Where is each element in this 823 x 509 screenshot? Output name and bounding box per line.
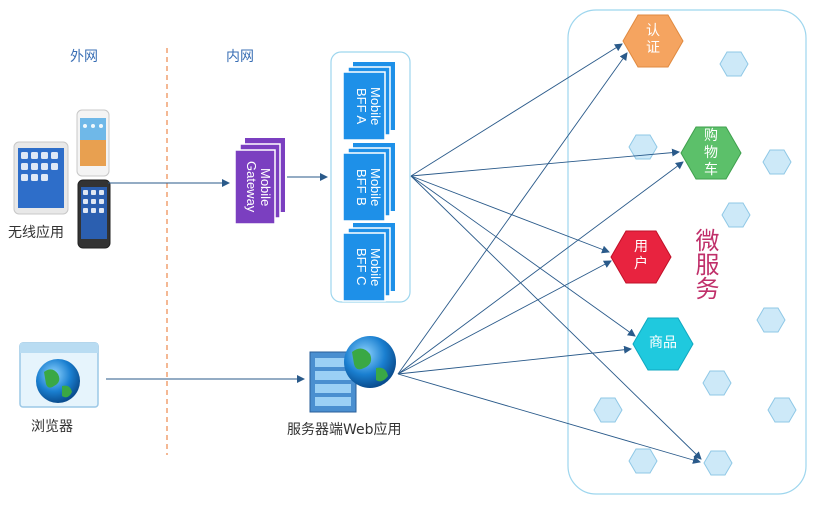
service-placeholder-hexagon	[719, 51, 749, 77]
bff-b-label-line2: BFF B	[354, 168, 369, 206]
bff-a-label: Mobile BFF A	[346, 75, 383, 137]
microservices-title: 微服务	[691, 228, 719, 300]
microservices-panel	[567, 9, 807, 495]
gateway-stack	[234, 138, 285, 225]
arrow-bff-to-other	[410, 175, 702, 460]
web-server-icon	[309, 336, 396, 413]
outer-network-label: 外网	[70, 49, 98, 65]
bff-b-stack	[342, 143, 395, 222]
product-service-label: 商品	[649, 335, 677, 351]
service-placeholder-hexagon	[767, 397, 797, 423]
bff-panel	[330, 51, 411, 303]
arrow-web-to-user	[397, 260, 612, 375]
tablet-icon	[13, 141, 69, 215]
cart-service-label: 购物车	[704, 128, 718, 178]
arrow-web-to-other	[397, 373, 701, 464]
browser-label: 浏览器	[31, 419, 73, 435]
bff-c-label-line2: BFF C	[354, 248, 369, 286]
product-service-hexagon	[632, 317, 694, 371]
arrow-bff-to-user	[410, 175, 610, 254]
gateway-label-line2: Gateway	[244, 161, 259, 213]
service-placeholder-hexagon	[628, 134, 658, 160]
mobile-apps-label: 无线应用	[8, 225, 64, 241]
android-phone-icon	[76, 109, 110, 177]
inner-network-label: 内网	[226, 49, 254, 65]
service-placeholder-hexagon	[721, 202, 751, 228]
service-placeholder-hexagon	[703, 450, 733, 476]
arrow-web-to-product	[397, 345, 632, 375]
bff-b-label-line1: Mobile	[368, 167, 383, 207]
arrow-web-to-auth	[397, 52, 628, 375]
cart-service-hexagon	[680, 126, 742, 180]
user-service-hexagon	[610, 230, 672, 284]
placeholder-services	[593, 51, 797, 476]
bff-a-stack	[342, 62, 395, 141]
service-placeholder-hexagon	[762, 149, 792, 175]
arrow-web-to-cart	[397, 161, 684, 375]
browser-window-icon	[19, 342, 99, 408]
gateway-label-line1: Mobile	[258, 167, 273, 207]
bff-c-label: Mobile BFF C	[346, 236, 383, 298]
bff-c-stack	[342, 223, 395, 302]
service-placeholder-hexagon	[702, 370, 732, 396]
arrow-bff-to-auth	[410, 43, 623, 177]
service-placeholder-hexagon	[756, 307, 786, 333]
auth-service-label: 认证	[646, 23, 660, 56]
auth-service-hexagon	[622, 14, 684, 68]
iphone-icon	[77, 179, 111, 249]
arrow-bff-to-product	[410, 175, 636, 337]
user-service-label: 用户	[634, 239, 648, 272]
service-placeholder-hexagon	[628, 448, 658, 474]
service-placeholder-hexagon	[593, 397, 623, 423]
bff-b-label: Mobile BFF B	[346, 156, 383, 218]
bff-a-label-line2: BFF A	[354, 87, 369, 125]
web-server-label: 服务器端Web应用	[287, 422, 402, 438]
bff-c-label-line1: Mobile	[368, 247, 383, 287]
connections	[106, 43, 702, 464]
arrow-bff-to-cart	[410, 148, 680, 177]
gateway-label: Mobile Gateway	[238, 152, 273, 222]
bff-a-label-line1: Mobile	[368, 86, 383, 126]
